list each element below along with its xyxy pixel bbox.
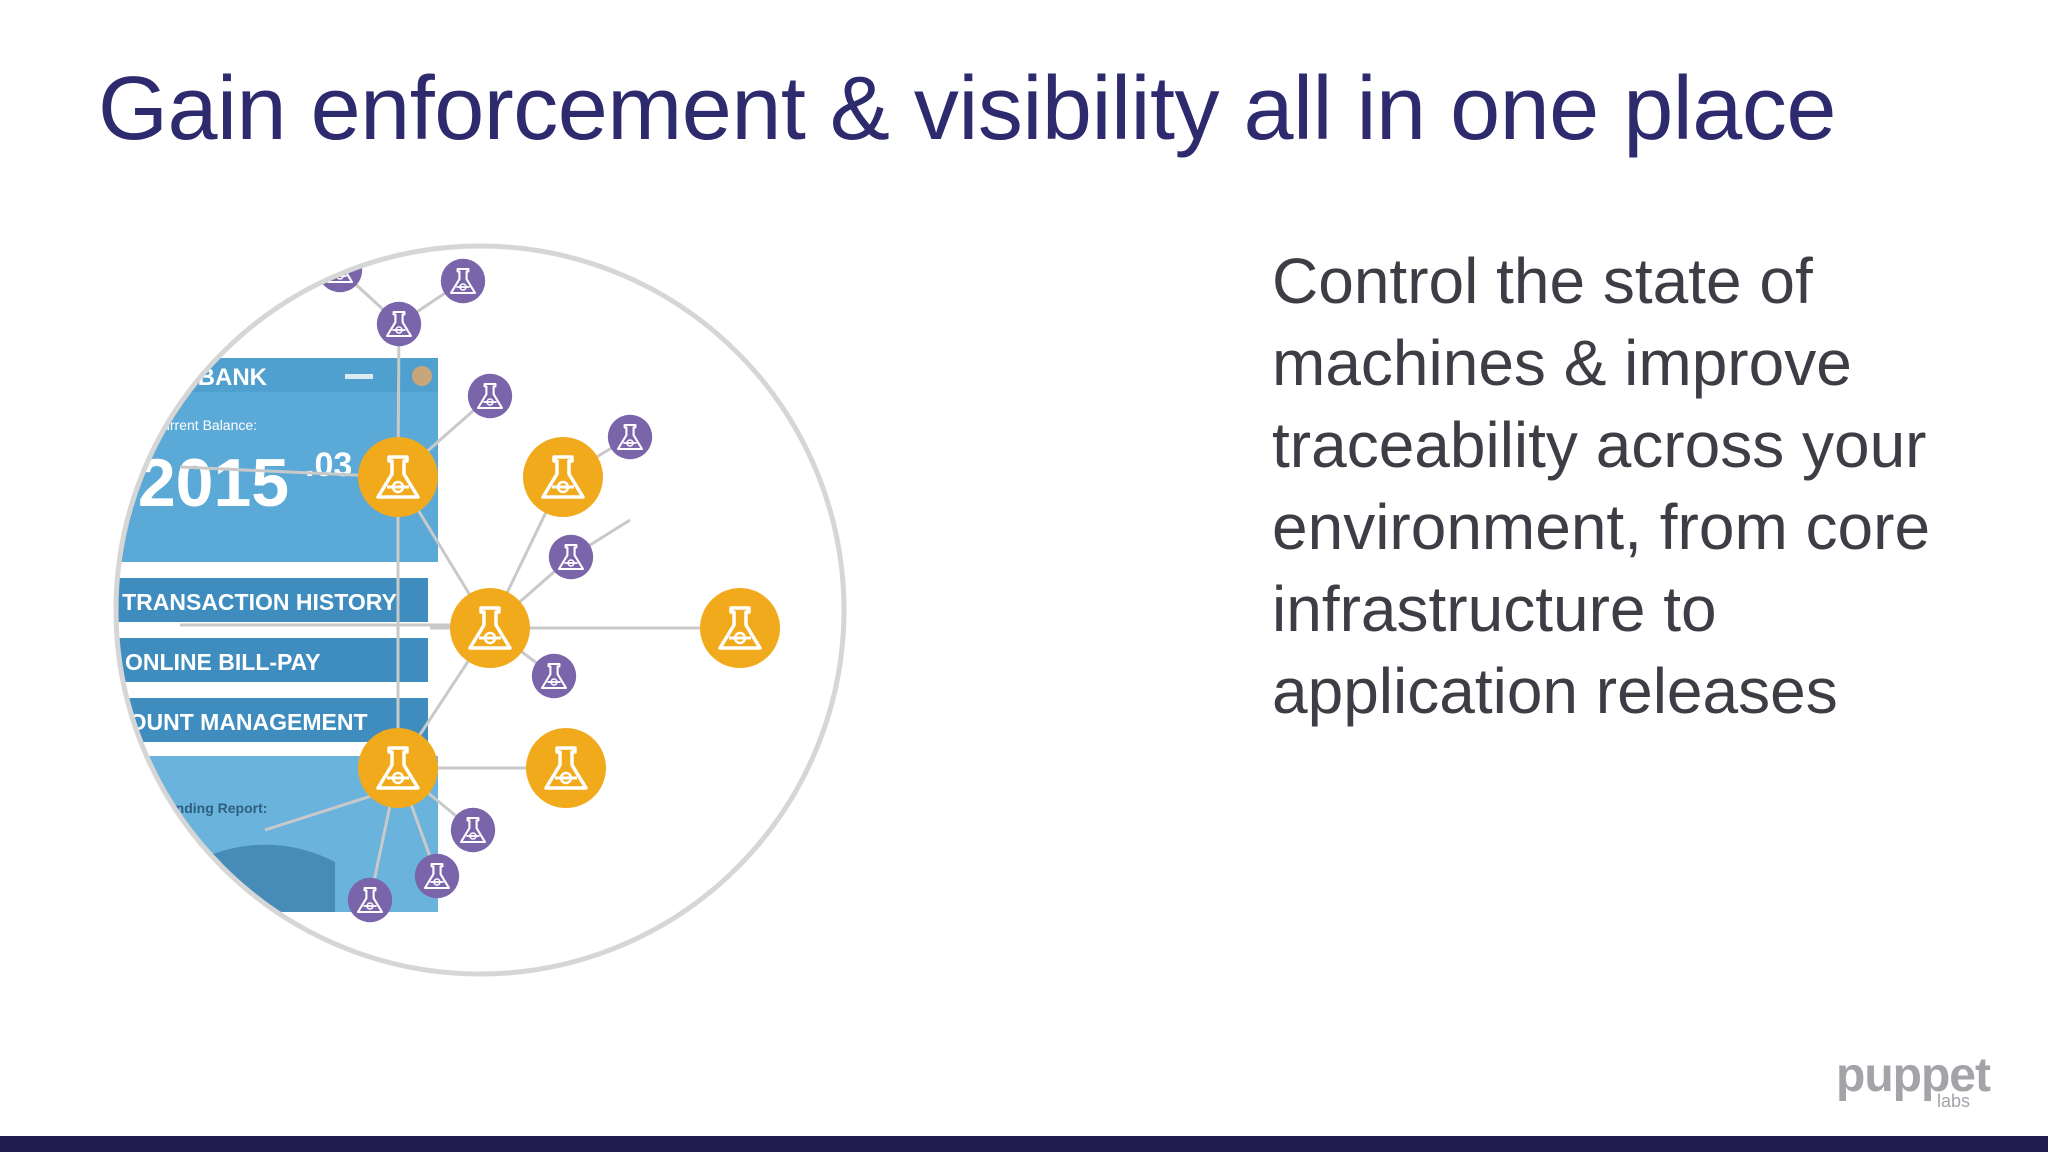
slide-body: Control the state of machines & improve … (1272, 245, 1931, 727)
profile-avatar (412, 366, 432, 386)
flask-icon (450, 588, 530, 668)
flask-icon (347, 877, 393, 923)
menu-item-label: ONLINE BILL-PAY (125, 649, 321, 675)
spending-label: Spending Report: (150, 800, 267, 816)
flask-icon (450, 807, 496, 853)
menu-item-online-bill-pay (116, 638, 428, 682)
footer-bar (0, 1136, 2048, 1152)
flask-icon (376, 301, 422, 347)
flask-icon (358, 728, 438, 808)
menu-item-label: COUNT MANAGEMENT (112, 709, 368, 735)
logo-subtext: labs (1936, 1091, 1970, 1111)
slide-title: Gain enforcement & visibility all in one… (98, 59, 1836, 159)
primary-nodes (358, 437, 780, 808)
logo-wordmark: puppet (1836, 1049, 1991, 1102)
flask-icon (548, 534, 594, 580)
menu-item-transaction-history (116, 578, 428, 622)
flask-icon (523, 437, 603, 517)
flask-icon (440, 258, 486, 304)
menu-item-label: W TRANSACTION HISTORY (100, 589, 397, 615)
flask-icon (607, 414, 653, 460)
flask-icon (531, 653, 577, 699)
flask-icon (467, 373, 513, 419)
flask-icon (526, 728, 606, 808)
puppet-labs-logo: puppet labs (1836, 1052, 1991, 1112)
infrastructure-graphic: NG BANK Current Balance: $2015 .03 W TRA… (100, 230, 860, 990)
flask-icon (358, 437, 438, 517)
balance-label: Current Balance: (152, 417, 257, 433)
flask-icon (700, 588, 780, 668)
network-illustration: NG BANK Current Balance: $2015 .03 W TRA… (100, 243, 847, 977)
flask-icon (414, 853, 460, 899)
circle-frame (113, 243, 847, 977)
balance-cents: .03 (305, 446, 352, 484)
